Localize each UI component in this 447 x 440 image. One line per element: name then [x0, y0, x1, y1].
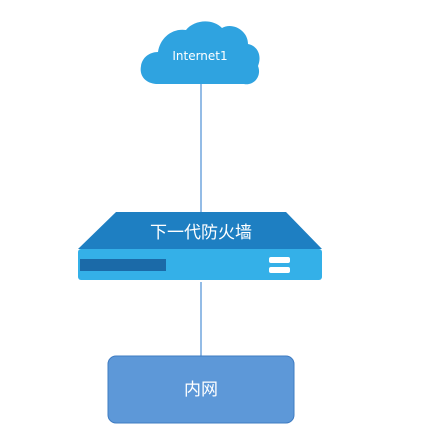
firewall-port-slot: [80, 259, 166, 271]
lan-box-shape: [107, 355, 295, 424]
firewall-label: 下一代防火墙: [150, 223, 252, 243]
status-light-bottom-icon: [269, 267, 290, 273]
lan-box: 内网: [107, 355, 295, 424]
firewall-device: 下一代防火墙: [78, 212, 322, 280]
cloud-label: Internet1: [172, 49, 227, 63]
firewall-top-face: [78, 212, 322, 249]
internet-cloud-icon: Internet1: [140, 21, 260, 85]
firewall-front-face: [78, 249, 322, 280]
cloud-shape: [140, 21, 260, 85]
lan-label: 内网: [184, 380, 218, 400]
status-light-top-icon: [269, 257, 290, 263]
